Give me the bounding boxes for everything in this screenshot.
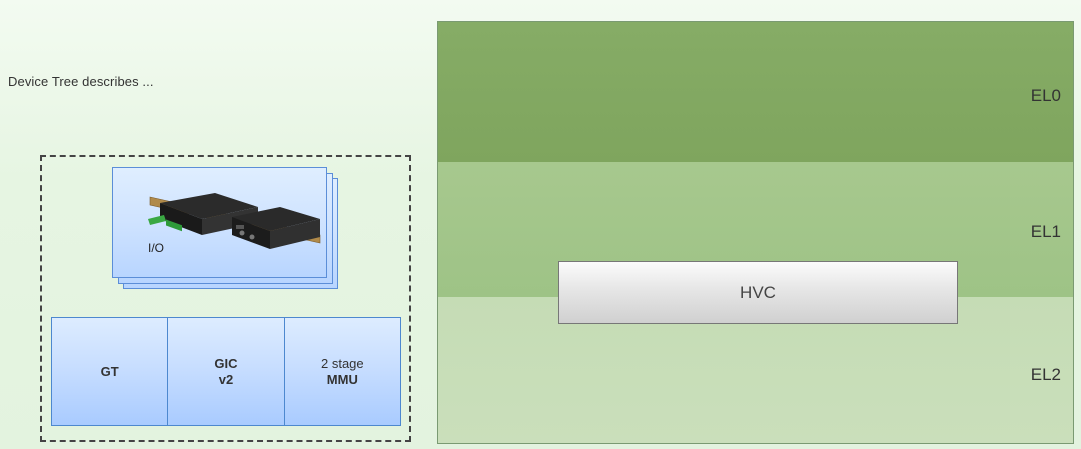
el2-label: EL2 — [1030, 365, 1061, 384]
gic-block: GIC v2 — [168, 318, 285, 425]
diagram-caption: Device Tree describes ... — [8, 74, 154, 89]
mmu-label: MMU — [326, 371, 358, 387]
hvc-block: HVC — [558, 261, 958, 324]
io-label: I/O — [148, 241, 165, 255]
hardware-blocks: GT GIC v2 2 stage MMU — [51, 317, 401, 426]
gt-block: GT — [52, 318, 169, 425]
el1-label: EL1 — [1030, 222, 1061, 241]
device-tree-boundary — [40, 155, 411, 442]
el0-label: EL0 — [1030, 86, 1061, 105]
hvc-label: HVC — [740, 282, 776, 302]
el0-band: EL0 — [438, 22, 1073, 162]
mmu-stage-label: 2 stage — [320, 355, 364, 371]
mmu-block: 2 stage MMU — [284, 318, 400, 425]
exception-level-panel: EL0 EL1 EL2 — [437, 21, 1074, 444]
gic-version-label: v2 — [218, 371, 234, 387]
io-hardware-illustration — [148, 193, 321, 249]
gt-label: GT — [100, 363, 119, 379]
gic-label: GIC — [214, 355, 238, 371]
